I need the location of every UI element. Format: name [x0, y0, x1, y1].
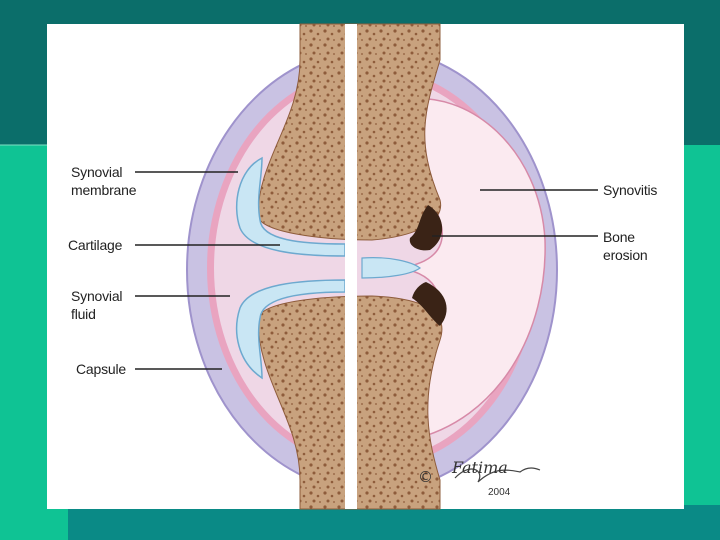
- bone-erosion-lower: [412, 282, 447, 326]
- label-synovial-membrane-line1: Synovial: [71, 164, 123, 180]
- lower-cartilage-shape: [235, 279, 346, 380]
- label-bone-erosion-line2: erosion: [603, 247, 648, 263]
- bone-erosion-upper: [409, 205, 443, 251]
- artist-signature: Fatima: [452, 458, 508, 477]
- label-cartilage: Cartilage: [68, 236, 122, 254]
- copyright-symbol: ©: [418, 468, 433, 486]
- panel-split-gap: [345, 24, 357, 509]
- upper-cartilage-shape: [235, 156, 346, 257]
- label-synovial-membrane-line2: membrane: [71, 182, 137, 198]
- label-synovial-fluid-line1: Synovial: [71, 288, 123, 304]
- signature-year: 2004: [488, 487, 511, 498]
- label-synovitis: Synovitis: [603, 181, 657, 199]
- label-cartilage-line1: Cartilage: [68, 237, 123, 253]
- label-synovial-fluid-line2: fluid: [71, 306, 96, 322]
- right-cartilage-remnant: [361, 257, 422, 279]
- label-capsule-line1: Capsule: [76, 361, 126, 377]
- label-bone-erosion-line1: Bone: [603, 229, 635, 245]
- label-synovial-membrane: Synovial membrane: [71, 163, 137, 199]
- label-bone-erosion: Bone erosion: [603, 228, 648, 264]
- slide-bottom-band: [68, 505, 720, 540]
- label-synovial-fluid: Synovial fluid: [71, 287, 123, 323]
- signature-flourish: [454, 467, 541, 483]
- label-capsule: Capsule: [76, 360, 126, 378]
- label-synovitis-line1: Synovitis: [603, 182, 658, 198]
